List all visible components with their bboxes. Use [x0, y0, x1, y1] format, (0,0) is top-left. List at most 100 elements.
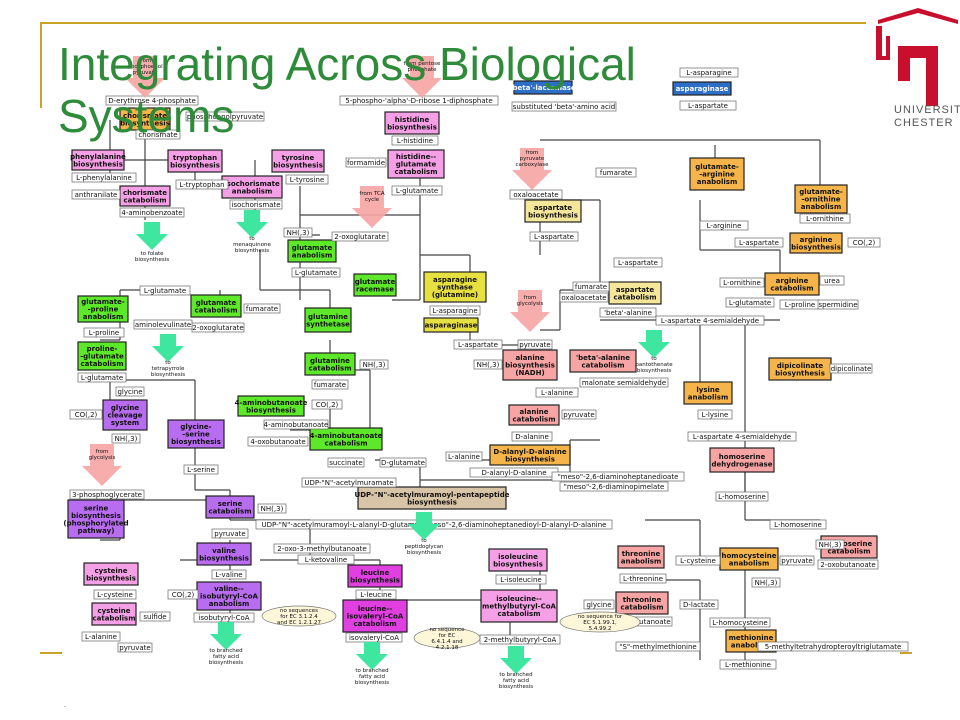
metabolite-label: D-glutamate [381, 459, 425, 467]
metabolite-l-homocysteine: L-homocysteine [709, 617, 771, 628]
metabolite-box [115, 386, 145, 397]
metabolite-box [297, 554, 355, 565]
pathway-node-box [196, 581, 262, 611]
pathway-node-box [384, 111, 440, 135]
metabolite-nh3: NH(,3) [751, 577, 781, 588]
metabolite-box [339, 95, 499, 106]
metabolite-box [561, 409, 597, 420]
metabolite-label: spermidine [818, 301, 857, 309]
metabolite-box [257, 503, 287, 514]
output-arrow-shape [136, 222, 168, 250]
metabolite-box [757, 641, 909, 652]
metabolite-box [185, 111, 265, 122]
metabolite-box [291, 267, 341, 278]
metabolite-box [817, 299, 859, 310]
metabolite-box [355, 589, 397, 600]
pathway-node-box [794, 184, 848, 214]
metabolite-box [559, 292, 609, 303]
metabolite-box [517, 339, 553, 350]
metabolite-label: glycine [586, 601, 611, 609]
metabolite-nh3: NH(,3) [473, 359, 503, 370]
metabolite-l-aspartate: L-aspartate [453, 339, 503, 350]
metabolite-label: L-homocysteine [712, 619, 768, 627]
metabolite-label: 5-methyltetrahydropteroyltriglutamate [765, 643, 902, 651]
metabolite-box [595, 167, 637, 178]
metabolite-pyruvate: pyruvate [211, 528, 249, 539]
metabolite-l-arginine: L-arginine [699, 220, 749, 231]
metabolite-box [327, 457, 365, 468]
pathway-node-box [764, 272, 820, 296]
metabolite-box [175, 179, 229, 190]
pathway-node-box [480, 589, 558, 623]
metabolite-l-phenylalanine: L-phenylalanine [71, 172, 137, 183]
metabolite-l-glutamate: L-glutamate [725, 297, 775, 308]
metabolite-pyruvate: pyruvate [561, 409, 597, 420]
metabolite-box [769, 519, 827, 530]
metabolite-udp-acetylmuramate: UDP-"N"-acetylmuramate [301, 477, 397, 488]
metabolite-l-alanine: L-alanine [81, 631, 121, 642]
metabolite-label: NH(,3) [261, 505, 284, 513]
metabolite-l-leucine: L-leucine [355, 589, 397, 600]
metabolite-label: glycine [117, 388, 142, 396]
metabolite-l-tyrosine: L-tyrosine [285, 174, 329, 185]
metabolite-label: L-tyrosine [290, 176, 325, 184]
metabolite-l-asparagine: L-asparagine [429, 305, 481, 316]
pathway-node-box [271, 149, 325, 173]
metabolite-box [83, 327, 125, 338]
metabolite-box [119, 207, 185, 218]
metabolite-box [829, 363, 873, 374]
metabolite-box [391, 135, 439, 146]
metabolite-box [779, 555, 815, 566]
metabolite-box [619, 573, 667, 584]
pathway-node-box [342, 599, 408, 633]
metabolite-chorismate: chorismate [135, 129, 181, 140]
metabolite-box [679, 67, 739, 78]
metabolite-box [273, 543, 371, 554]
metabolite-aminobenzoate: 4-aminobenzoate [119, 207, 185, 218]
metabolite-fumarate: fumarate [572, 281, 610, 292]
metabolite-isobutyryl-coa: isobutyryl-CoA [193, 612, 255, 623]
metabolite-box [359, 359, 389, 370]
pathway-node-box [513, 80, 573, 95]
metabolite-l-asparagine: L-asparagine [679, 67, 739, 78]
metabolite-box [511, 431, 553, 442]
metabolite-box [817, 559, 879, 570]
ec-note-bubble [559, 611, 641, 633]
pathway-node-box [617, 545, 665, 569]
metabolite-box [77, 372, 127, 383]
metabolite-box [139, 611, 171, 622]
metabolite-oxoglutarate: 2-oxoglutarate [191, 322, 245, 333]
metabolite-box [453, 339, 503, 350]
metabolite-box [847, 237, 881, 248]
slide-title: Integrating Across Biological Systems [58, 38, 636, 142]
output-arrow-shape [210, 622, 242, 650]
